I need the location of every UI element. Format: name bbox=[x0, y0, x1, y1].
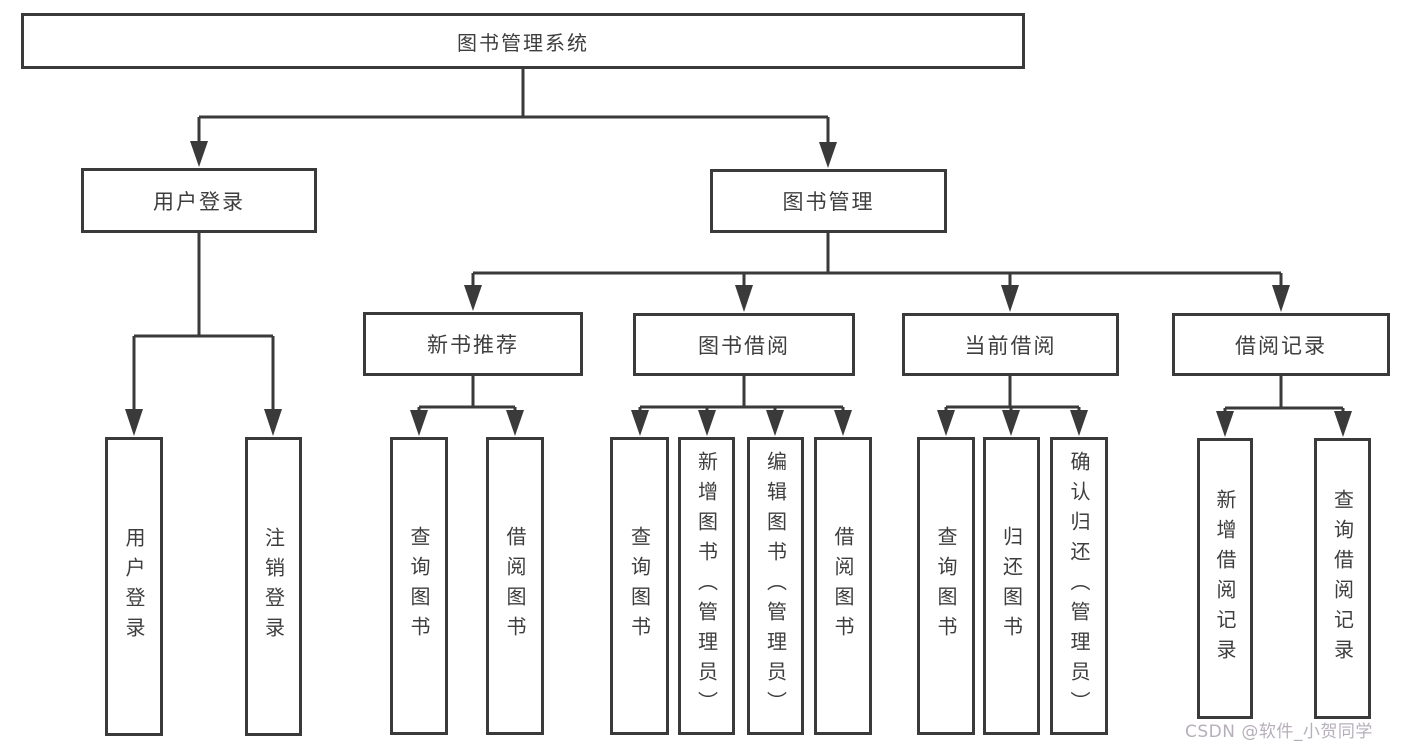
node-label: 图书管理 bbox=[782, 190, 875, 214]
connector-book-management-to-level3 bbox=[471, 233, 1283, 288]
arrow-down-icon bbox=[834, 410, 852, 436]
leaf-label: 查询图书 bbox=[934, 526, 958, 646]
node-current-borrowing: 当前借阅 bbox=[902, 313, 1119, 376]
node-new-book-recommendation: 新书推荐 bbox=[363, 312, 583, 376]
node-user-login: 用户登录 bbox=[81, 168, 317, 233]
leaf-label: 新增借阅记录 bbox=[1213, 488, 1237, 669]
node-label: 图书管理系统 bbox=[457, 30, 589, 55]
node-book-borrowing: 图书借阅 bbox=[633, 313, 855, 376]
connector-current-borrow-to-children bbox=[944, 376, 1081, 413]
arrow-down-icon bbox=[410, 410, 428, 436]
leaf-label: 编辑图书（管理员） bbox=[763, 451, 788, 721]
leaf-label: 注销登录 bbox=[261, 526, 286, 647]
leaf-user-login: 用户登录 bbox=[105, 437, 163, 736]
arrowheads bbox=[125, 141, 1352, 437]
leaf-query-books-current: 查询图书 bbox=[917, 437, 975, 735]
arrow-down-icon bbox=[735, 285, 753, 312]
arrow-down-icon bbox=[1070, 410, 1088, 436]
leaf-borrow-books-newbook: 借阅图书 bbox=[486, 437, 544, 735]
leaf-edit-books-admin: 编辑图书（管理员） bbox=[747, 437, 804, 735]
node-label: 当前借阅 bbox=[964, 333, 1057, 358]
leaf-add-borrow-record: 新增借阅记录 bbox=[1197, 438, 1253, 719]
leaf-borrow-books-borrowing: 借阅图书 bbox=[814, 437, 872, 735]
leaf-confirm-return-admin: 确认归还（管理员） bbox=[1050, 437, 1108, 735]
arrow-down-icon bbox=[766, 410, 784, 436]
leaf-return-books: 归还图书 bbox=[983, 437, 1040, 735]
arrow-down-icon bbox=[1216, 411, 1234, 437]
node-label: 新书推荐 bbox=[427, 333, 519, 357]
connector-root-to-level2 bbox=[197, 68, 830, 145]
leaf-label: 用户登录 bbox=[122, 526, 146, 647]
node-library-management-system: 图书管理系统 bbox=[21, 13, 1025, 69]
watermark: CSDN @软件_小贺同学 bbox=[1185, 722, 1373, 742]
connector-user-login-to-children bbox=[132, 232, 275, 412]
arrow-down-icon bbox=[1272, 285, 1290, 312]
leaf-label: 新增图书（管理员） bbox=[694, 451, 719, 721]
arrow-down-icon bbox=[506, 410, 524, 436]
leaf-logout: 注销登录 bbox=[245, 437, 302, 736]
leaf-query-borrow-record: 查询借阅记录 bbox=[1314, 438, 1371, 719]
leaf-label: 确认归还（管理员） bbox=[1067, 451, 1091, 721]
node-label: 借阅记录 bbox=[1235, 333, 1327, 358]
arrow-down-icon bbox=[819, 142, 837, 168]
arrow-down-icon bbox=[264, 409, 282, 436]
leaf-label: 查询借阅记录 bbox=[1330, 488, 1355, 669]
leaf-query-books-borrowing: 查询图书 bbox=[610, 437, 669, 735]
arrow-down-icon bbox=[1334, 411, 1352, 437]
connector-new-book-to-children bbox=[417, 376, 517, 413]
connector-borrow-records-to-children bbox=[1223, 376, 1345, 414]
arrow-down-icon bbox=[1001, 285, 1019, 312]
arrow-down-icon bbox=[190, 141, 208, 167]
node-label: 图书借阅 bbox=[698, 333, 790, 358]
connector-book-borrow-to-children bbox=[638, 376, 845, 413]
arrow-down-icon bbox=[1002, 410, 1020, 436]
leaf-add-books-admin: 新增图书（管理员） bbox=[678, 437, 735, 735]
arrow-down-icon bbox=[125, 409, 143, 436]
node-book-management: 图书管理 bbox=[710, 169, 947, 233]
arrow-down-icon bbox=[631, 410, 649, 436]
leaf-label: 归还图书 bbox=[999, 526, 1024, 646]
leaf-label: 查询图书 bbox=[627, 526, 652, 646]
arrow-down-icon bbox=[464, 285, 482, 311]
leaf-label: 借阅图书 bbox=[831, 526, 855, 646]
node-borrowing-records: 借阅记录 bbox=[1172, 313, 1390, 376]
arrow-down-icon bbox=[937, 410, 955, 436]
node-label: 用户登录 bbox=[153, 189, 245, 214]
arrow-down-icon bbox=[698, 410, 716, 436]
leaf-query-books-newbook: 查询图书 bbox=[390, 437, 448, 735]
leaf-label: 借阅图书 bbox=[503, 526, 527, 646]
leaf-label: 查询图书 bbox=[407, 526, 431, 646]
